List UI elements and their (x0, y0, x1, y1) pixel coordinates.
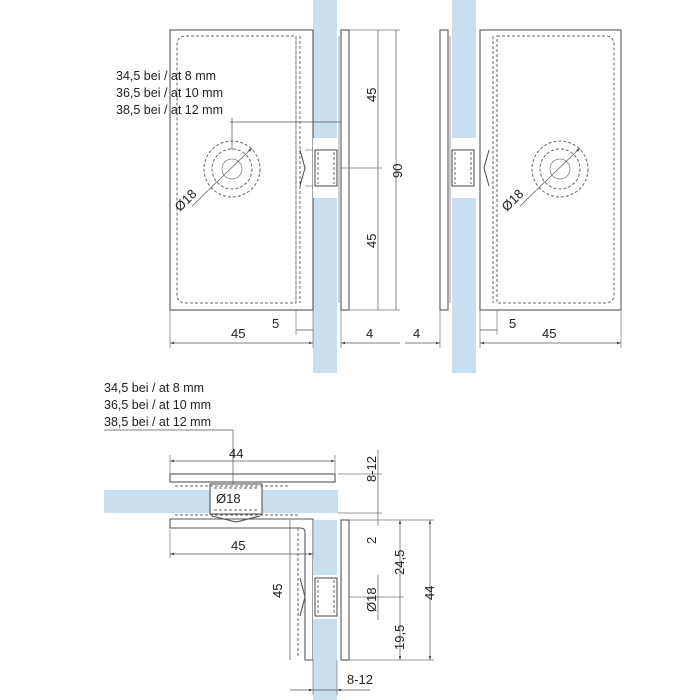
hinge-plate-right (479, 29, 622, 311)
l-bracket (169, 518, 314, 661)
dim-glass-4-left: 4 (366, 326, 373, 341)
thickness-note-bottom-3: 38,5 bei / at 12 mm (104, 415, 211, 429)
hidden-outline-right (496, 35, 615, 304)
dim-width-45-right: 45 (542, 326, 556, 341)
glass-horizontal-left (104, 490, 210, 513)
dim-gap-5-right: 5 (509, 316, 516, 331)
thickness-note-bottom-1: 34,5 bei / at 8 mm (104, 381, 204, 395)
bolt-horizontal (209, 483, 263, 523)
thickness-note-top-3: 38,5 bei / at 12 mm (116, 103, 223, 117)
dim-hole-18-left: Ø18 (172, 186, 200, 214)
dim-plate-44: 44 (229, 446, 243, 461)
dim-glass-4-right: 4 (413, 326, 420, 341)
counter-plate-left (340, 29, 350, 311)
dim-thickness-8-12-horizontal: 8-12 (364, 456, 379, 482)
dim-hole-18-vertical: Ø18 (364, 587, 379, 612)
bottom-view: 44 Ø18 8-12 45 2 24,5 Ø18 19,5 44 45 8-1… (104, 381, 437, 700)
dim-gap-5-left: 5 (272, 316, 279, 331)
bolt-right (451, 149, 490, 187)
dim-thickness-8-12-vertical: 8-12 (347, 672, 373, 687)
top-clamp-plate (169, 473, 336, 483)
dim-hole-18-horizontal: Ø18 (216, 491, 241, 506)
hidden-outline-left (176, 35, 297, 304)
dim-width-45-left: 45 (231, 326, 245, 341)
thickness-note-bottom-2: 36,5 bei / at 10 mm (104, 398, 211, 412)
thickness-note-top-2: 36,5 bei / at 10 mm (116, 86, 223, 100)
bolt-left (299, 149, 338, 187)
top-right-view: 45 5 4 Ø18 (405, 0, 622, 373)
counter-plate-right (439, 29, 449, 311)
dim-arm-45: 45 (231, 538, 245, 553)
vertical-counter-plate (340, 519, 350, 661)
dim-total-90: 90 (390, 164, 405, 178)
dim-upper-45: 45 (364, 88, 379, 102)
dim-lower-45: 45 (364, 234, 379, 248)
hole-left (191, 118, 261, 207)
dim-19-5: 19,5 (392, 625, 407, 650)
dim-2: 2 (364, 537, 379, 544)
hole-right (519, 140, 589, 207)
bolt-vertical (299, 577, 338, 617)
dim-hole-18-right: Ø18 (499, 186, 527, 214)
top-left-view: 45 45 90 45 5 4 Ø18 34,5 bei / at 8 mm 3… (116, 0, 405, 373)
dim-24-5: 24,5 (392, 550, 407, 575)
dim-44-vertical: 44 (422, 586, 437, 600)
glass-horizontal-right (262, 490, 338, 513)
thickness-note-top-1: 34,5 bei / at 8 mm (116, 69, 216, 83)
dim-45-vertical: 45 (270, 584, 285, 598)
